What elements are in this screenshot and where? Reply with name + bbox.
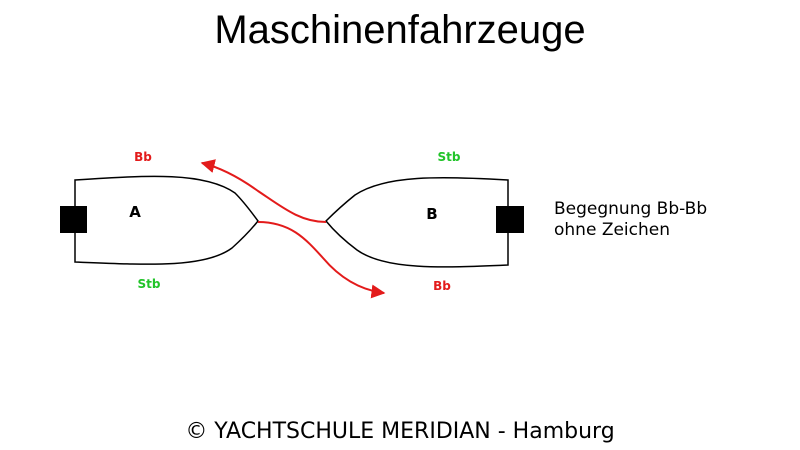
boat-a-bottom-side-label: Stb xyxy=(138,277,161,291)
boat-b-course-arrow xyxy=(200,159,327,223)
boat-a-hull xyxy=(74,175,259,265)
boat-b-bottom-side-label: Bb xyxy=(433,279,451,293)
boat-a-label: A xyxy=(129,203,141,221)
boat-b-label: B xyxy=(426,205,437,223)
boat-a-course-arrow xyxy=(257,221,386,299)
page-title: Maschinenfahrzeuge xyxy=(214,8,585,52)
description-line-1: Begegnung Bb-Bb xyxy=(554,199,707,219)
description-line-2: ohne Zeichen xyxy=(554,220,670,240)
copyright-footer: © YACHTSCHULE MERIDIAN - Hamburg xyxy=(185,419,614,444)
boat-b-stern-marker xyxy=(496,206,524,233)
boat-a-stern-marker xyxy=(60,206,87,233)
boat-b-top-side-label: Stb xyxy=(438,150,461,164)
boat-a-top-side-label: Bb xyxy=(134,150,152,164)
boat-b-hull xyxy=(324,176,509,268)
